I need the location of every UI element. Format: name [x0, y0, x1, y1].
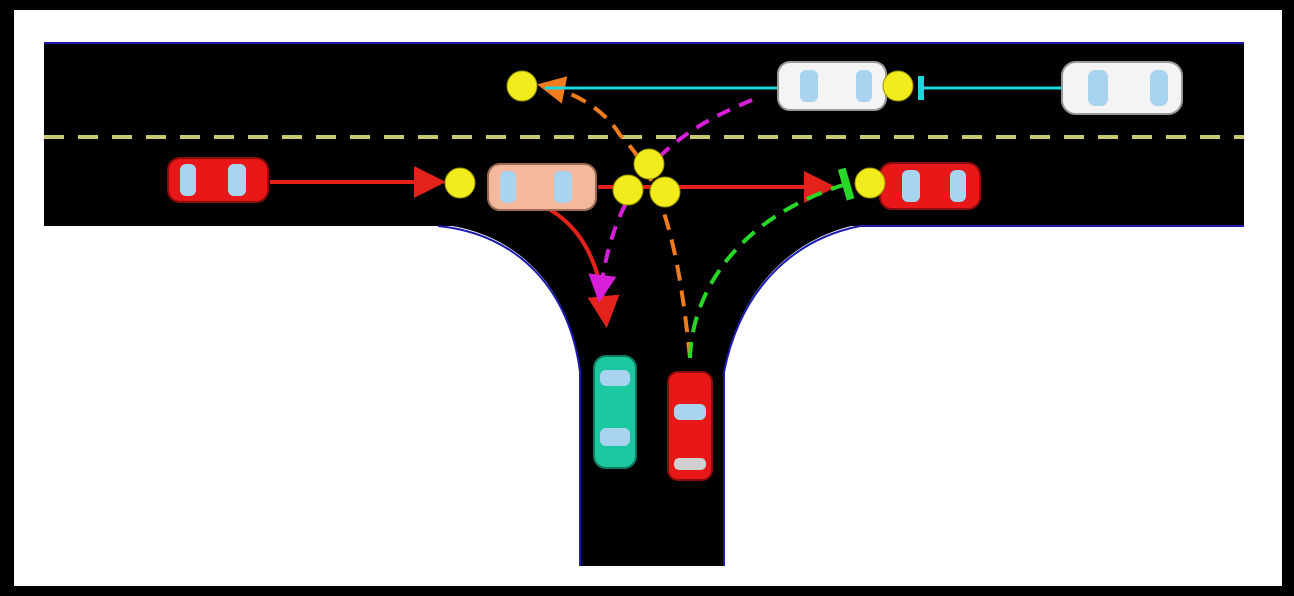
white-car-far-right [1061, 61, 1183, 115]
conflict-point [444, 167, 476, 199]
conflict-points [444, 70, 914, 208]
minor-right-turn-path [688, 167, 855, 359]
conflict-point [612, 174, 644, 206]
red-car-right-exit [879, 162, 981, 210]
minor-left-turn-path [537, 76, 692, 359]
curb-left [437, 225, 581, 566]
red-car-left-approach [167, 157, 269, 203]
movement-paths [270, 76, 1062, 359]
conflict-point [506, 70, 538, 102]
curb-right [723, 225, 861, 566]
conflict-point [854, 167, 886, 199]
conflict-point [649, 176, 681, 208]
minor-road-stem [438, 224, 860, 566]
teal-car-stem [593, 355, 637, 469]
conflict-point [882, 70, 914, 102]
conflict-point [633, 148, 665, 180]
westbound-left-turn-path [588, 98, 753, 303]
white-car-upper [777, 61, 887, 111]
peach-car-intersection [487, 163, 597, 211]
vehicles [167, 61, 1183, 481]
red-car-stem [667, 371, 713, 481]
